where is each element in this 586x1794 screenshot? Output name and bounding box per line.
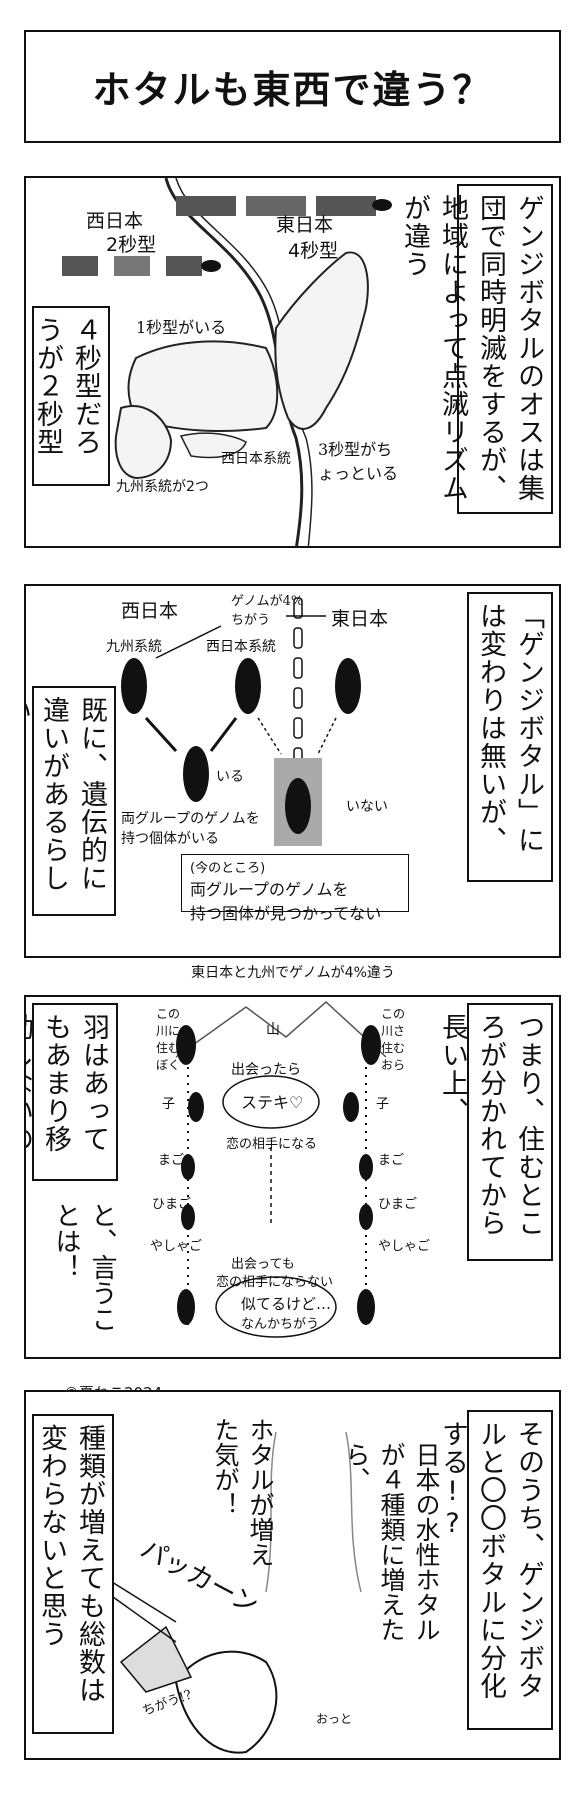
grandchild-label-left: まご <box>158 1153 185 1168</box>
meet-label: 出会ったら <box>231 1062 301 1078</box>
label-east-japan: 東日本 <box>331 608 389 630</box>
label-east-japan: 東日本 <box>276 214 334 236</box>
love-label: 恋の相手になる <box>226 1137 318 1152</box>
great-grandchild-label-right: ひまご <box>378 1197 418 1212</box>
not-love-label: 恋の相手にならない <box>216 1275 334 1290</box>
note-1sec-type: 1秒型がいる <box>136 318 227 337</box>
label-west-japan: 西日本 <box>121 600 179 622</box>
meet2-label: 出会っても <box>231 1257 295 1272</box>
page-title: ホタルも東西で違う？ <box>92 68 493 112</box>
label-absent: いない <box>346 799 388 815</box>
caption: 東日本と九州でゲノムが4%違う <box>191 965 395 981</box>
genome-diff-note: ゲノムが4%ちがう <box>231 594 304 628</box>
narration-box: ゲンジボタルのオスは集団で同時明滅をするが、地域によって点滅リズムが違う <box>399 184 553 514</box>
child-label-right: 子 <box>376 1097 390 1112</box>
narration-box: 「ゲンジボタル」には変わりは無いが、 <box>467 592 553 882</box>
mountain-label: 山 <box>266 1022 280 1038</box>
thought-box: ４秒型だろうが２秒型だろうが、 <box>32 306 110 486</box>
child-label-left: 子 <box>162 1097 176 1112</box>
japan-map-illustration <box>62 178 392 546</box>
sfx-otto: おっと <box>316 1712 353 1726</box>
panel-3: この川に住むぼく この川さ住むおら 山 出会ったら ステキ♡ 恋の相手になる 子… <box>24 995 561 1359</box>
not-found-box: (今のところ) 両グループのゲノムを 持つ固体が見つかってない <box>181 854 409 923</box>
label-kyushu-lineage: 九州系統 <box>106 639 162 655</box>
wonderful-label: ステキ♡ <box>241 1093 304 1112</box>
title-panel: ホタルも東西で違う？ <box>24 30 561 143</box>
great-grandchild-label-left: ひまご <box>152 1197 192 1212</box>
genome-diagram <box>121 597 361 846</box>
thought-box: 種類が増えても総数は変わらないと思う <box>32 1414 114 1734</box>
label-west-lineage: 西日本系統 <box>221 451 291 467</box>
label-west-lineage: 西日本系統 <box>206 639 276 655</box>
label-exists: いる <box>216 769 244 785</box>
not-found-line1: (今のところ) <box>190 861 266 876</box>
similar-label: 似てるけど… <box>241 1295 332 1313</box>
aside-text: と、言うことは！ <box>51 1202 117 1332</box>
ggg-label-left: やしゃご <box>150 1239 203 1254</box>
ggg-label-right: やしゃご <box>378 1239 431 1254</box>
surprise-illustration <box>95 1431 362 1754</box>
panel-2: 西日本 東日本 ゲノムが4%ちがう 九州系統 西日本系統 いる いない 両グルー… <box>24 584 561 958</box>
label-kyushu-lineage: 九州系統が2つ <box>116 479 209 495</box>
panel-4: パッカーン ちがう!? おっと そのうち、ゲンジボタルと〇〇ボタルに分化する!?… <box>24 1390 561 1760</box>
speech-four-species: 日本の水性ホタルが４種類に増えたら、 <box>342 1442 441 1642</box>
thought-box: 羽はあってもあまり移動しないのかも <box>26 1003 118 1181</box>
narration-box: そのうち、ゲンジボタルと〇〇ボタルに分化する!? <box>437 1410 553 1730</box>
lineage-illustration <box>175 1000 387 1338</box>
label-2sec-type: 2秒型 <box>106 234 157 256</box>
not-found-line3: 持つ固体が見つかってない <box>190 904 382 923</box>
narration-box: つまり、住むところが分かれてから長い上、 <box>437 1003 553 1261</box>
not-found-line2: 両グループのゲノムを <box>190 880 349 899</box>
note-3sec-type: 3秒型がちょっといる <box>318 440 399 483</box>
grandchild-label-right: まご <box>378 1153 405 1168</box>
thought-box: 既に、遺伝的に違いがあるらしい <box>26 686 116 916</box>
right-river-note: この川さ住むおら <box>381 1007 406 1072</box>
left-river-note: この川に住むぼく <box>156 1007 181 1072</box>
label-4sec-type: 4秒型 <box>288 240 339 262</box>
label-west-japan: 西日本 <box>86 210 144 232</box>
speech-fireflies-increased: ホタルが増えた気が！ <box>211 1417 275 1567</box>
different-label: なんかちがう <box>241 1317 320 1332</box>
panel-1: 西日本 2秒型 東日本 4秒型 1秒型がいる 3秒型がちょっといる 西日本系統 … <box>24 176 561 548</box>
both-genome-note: 両グループのゲノムを持つ個体がいる <box>121 811 260 847</box>
